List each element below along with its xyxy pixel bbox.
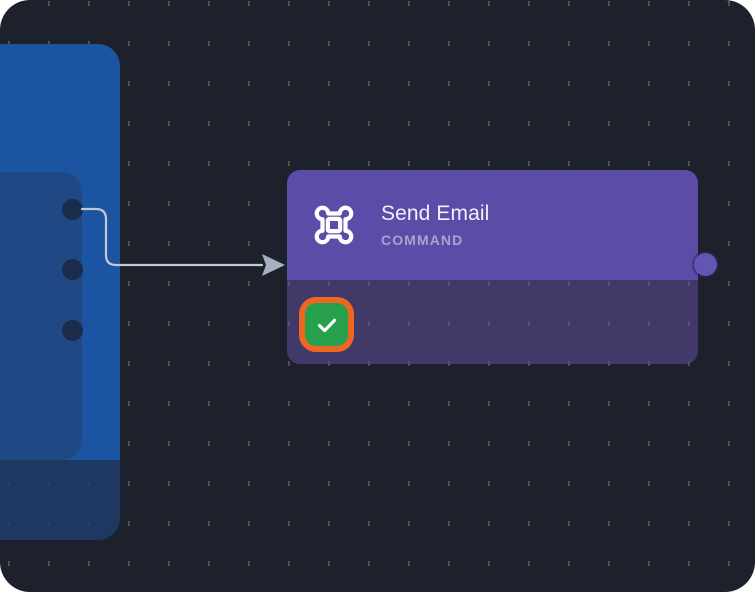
arrowhead-icon: [262, 254, 285, 276]
source-node[interactable]: [0, 44, 120, 540]
status-badge-ring[interactable]: [299, 297, 354, 352]
status-badge[interactable]: [305, 303, 348, 346]
command-node-body: [287, 280, 698, 364]
command-icon: [314, 205, 354, 245]
source-node-panel: [0, 172, 82, 460]
command-node-output-port[interactable]: [694, 253, 717, 276]
source-output-port-1[interactable]: [62, 199, 83, 220]
source-node-header: [0, 44, 120, 172]
command-node[interactable]: Send Email COMMAND: [287, 170, 698, 364]
source-node-footer: [0, 460, 120, 540]
check-icon: [317, 318, 336, 332]
source-output-port-2[interactable]: [62, 259, 83, 280]
command-node-subtitle: COMMAND: [381, 231, 464, 248]
command-node-header: Send Email COMMAND: [287, 170, 698, 280]
command-node-labels: Send Email COMMAND: [381, 201, 489, 250]
command-node-title: Send Email: [381, 201, 490, 225]
source-output-port-3[interactable]: [62, 320, 83, 341]
